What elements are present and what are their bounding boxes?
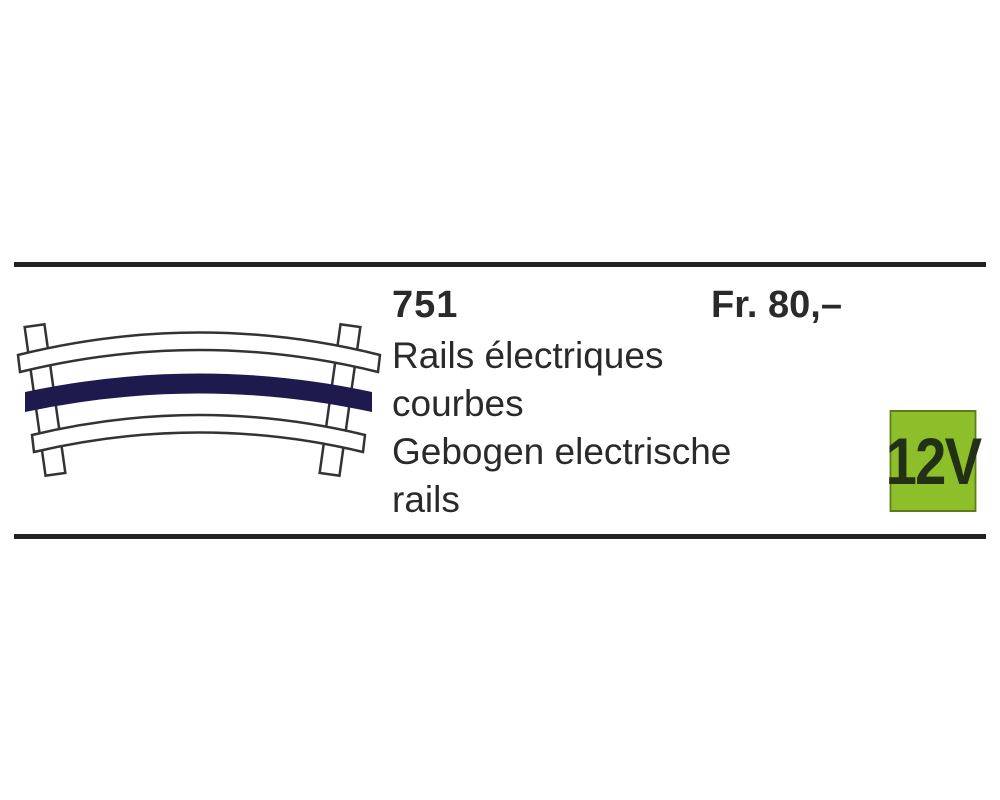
voltage-badge: 12V <box>886 410 982 512</box>
bottom-divider <box>14 534 986 539</box>
description-fr-line1: Rails électriques <box>392 335 664 376</box>
item-price: Fr. 80,– <box>711 284 842 326</box>
curved-track-icon <box>16 322 382 478</box>
description-nl-line2: rails <box>392 479 460 520</box>
description-nl-line1: Gebogen electrische <box>392 431 732 472</box>
top-divider <box>14 262 986 267</box>
description-fr-line2: courbes <box>392 383 524 424</box>
item-number: 751 <box>392 284 459 326</box>
